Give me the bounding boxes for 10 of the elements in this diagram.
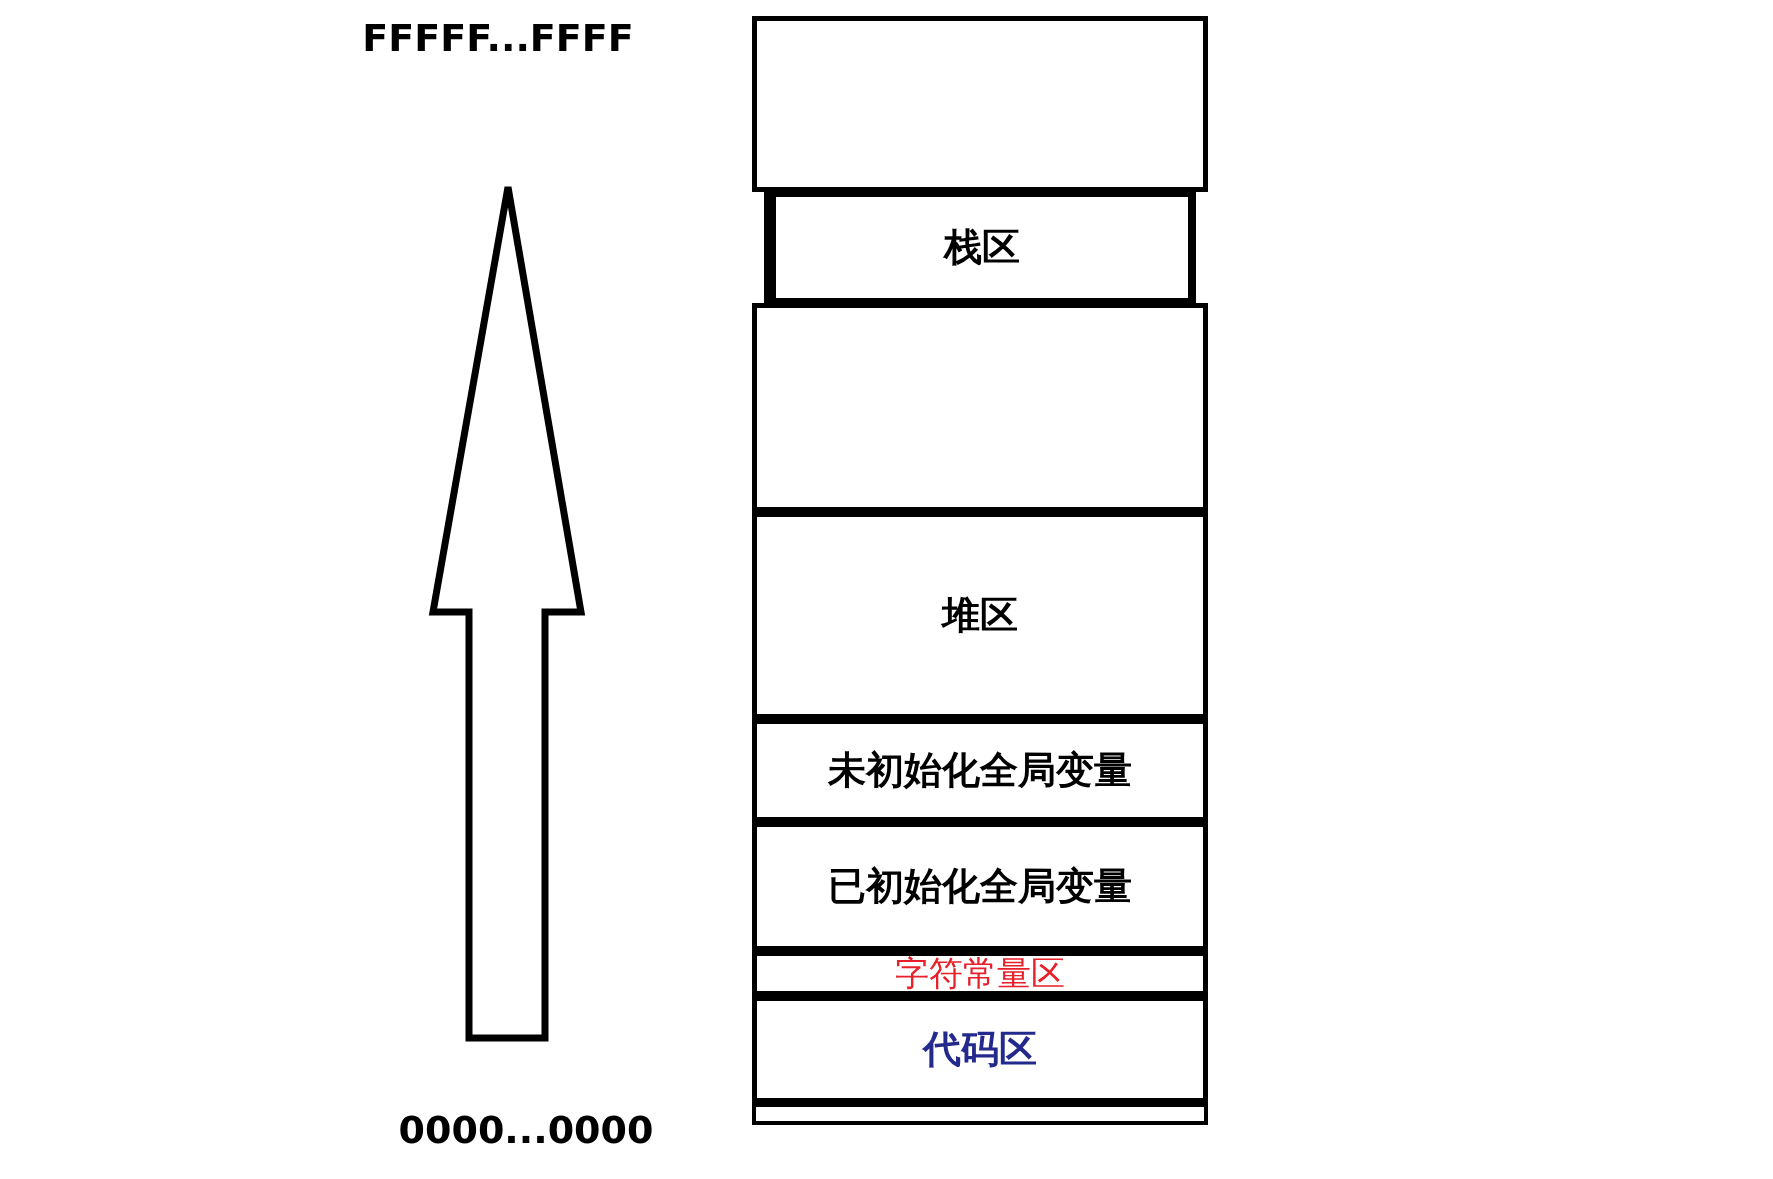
address-label: FFFFF...FFFF bbox=[362, 16, 634, 60]
memory-segment-bar bbox=[752, 1103, 1208, 1125]
segment-label: 字符常量区 bbox=[895, 951, 1065, 995]
address-label: 0000...0000 bbox=[398, 1108, 654, 1152]
segment-label: 代码区 bbox=[923, 1026, 1037, 1073]
segment-label: 堆区 bbox=[942, 592, 1018, 639]
segment-label: 未初始化全局变量 bbox=[828, 747, 1132, 794]
segment-label: 栈区 bbox=[944, 224, 1020, 271]
segment-label: 已初始化全局变量 bbox=[828, 863, 1132, 910]
memory-segment-box bbox=[752, 16, 1208, 192]
